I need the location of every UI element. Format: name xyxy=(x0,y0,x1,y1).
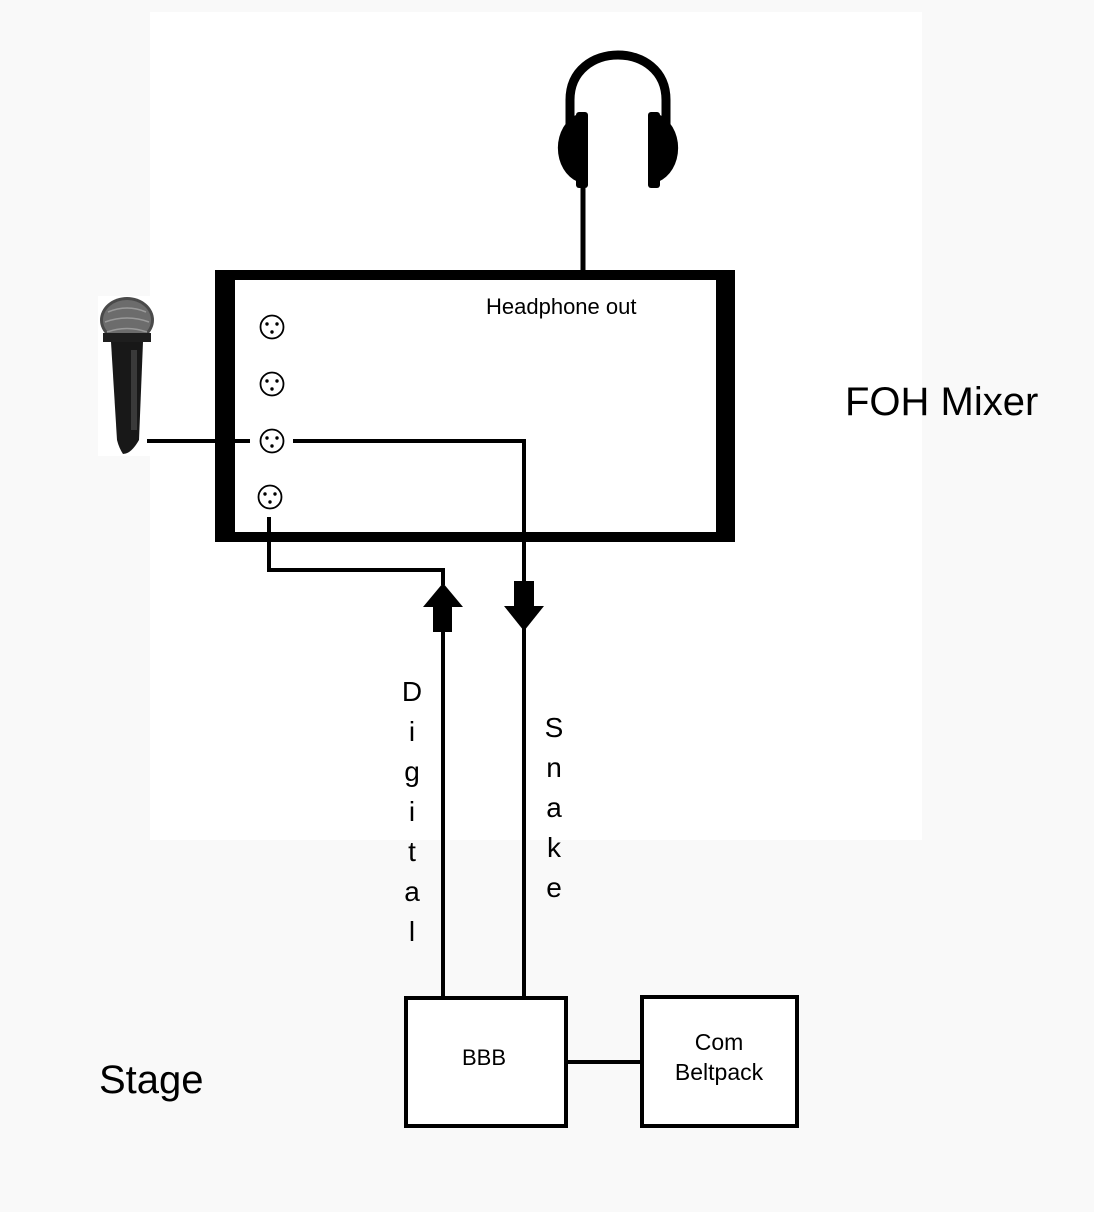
microphone-icon xyxy=(98,296,158,456)
digital-letter: D xyxy=(402,676,422,707)
xlr-input-1-icon xyxy=(259,314,285,340)
foh-mixer-panel xyxy=(235,280,716,532)
digital-letter: g xyxy=(404,756,420,787)
digital-label: D i g i t a l xyxy=(402,676,422,947)
digital-letter: t xyxy=(408,836,416,867)
com-label-line1: Com xyxy=(695,1029,744,1055)
digital-return-cable xyxy=(267,517,445,585)
xlr-input-4-icon xyxy=(257,484,283,510)
digital-letter: a xyxy=(404,876,420,907)
digital-letter: i xyxy=(409,716,415,747)
snake-send-cable xyxy=(293,439,526,583)
digital-letter: l xyxy=(409,916,415,947)
snake-label: S n a k e xyxy=(545,712,564,903)
headphone-out-label: Headphone out xyxy=(486,294,636,319)
digital-letter: i xyxy=(409,796,415,827)
com-beltpack-box xyxy=(640,995,799,1128)
stage-label: Stage xyxy=(99,1058,204,1102)
snake-letter: e xyxy=(546,872,562,903)
arrow-up-icon xyxy=(423,583,463,632)
xlr-input-2-icon xyxy=(259,371,285,397)
bbb-label: BBB xyxy=(462,1045,506,1070)
bbb-box xyxy=(404,996,568,1128)
snake-letter: k xyxy=(547,832,562,863)
snake-letter: a xyxy=(546,792,562,823)
foh-mixer-label: FOH Mixer xyxy=(845,380,1038,424)
snake-letter: S xyxy=(545,712,564,743)
headphones-icon xyxy=(557,50,679,188)
arrow-down-icon xyxy=(504,581,544,631)
snake-letter: n xyxy=(546,752,562,783)
com-label-line2: Beltpack xyxy=(675,1059,764,1085)
xlr-input-3-icon xyxy=(259,428,285,454)
